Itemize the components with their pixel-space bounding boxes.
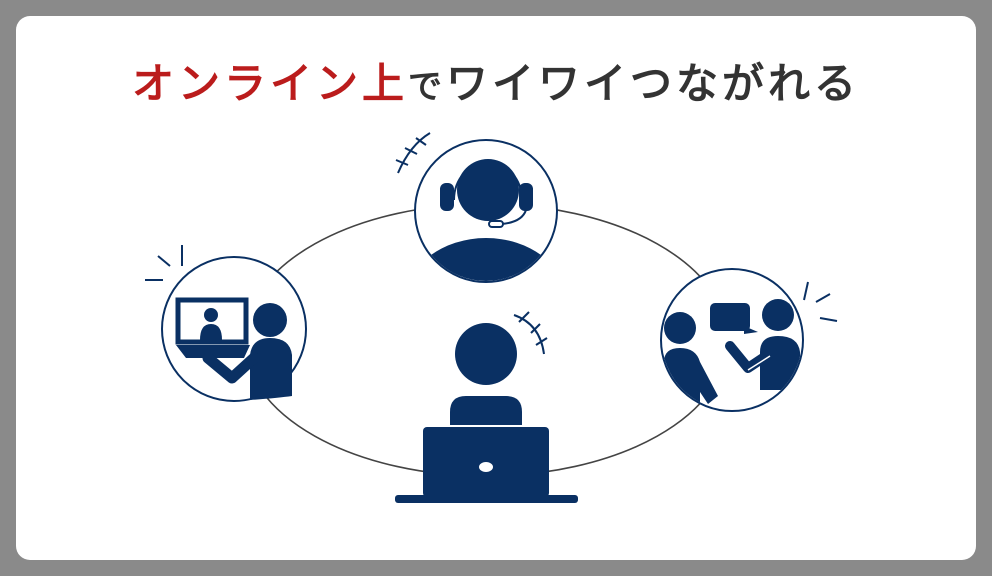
- page-title: オンライン上でワイワイつながれる: [0, 56, 992, 115]
- title-accent: オンライン上: [131, 59, 408, 108]
- sparkle-icon: [803, 281, 838, 322]
- title-connector: で: [408, 67, 446, 107]
- video-call-icon: [161, 256, 307, 402]
- title-rest: ワイワイつながれる: [446, 59, 861, 108]
- headset-operator-icon: [414, 139, 558, 283]
- laptop-user-icon: [395, 323, 578, 503]
- sparkle-icon: [513, 311, 548, 355]
- conversation-icon: [660, 268, 804, 412]
- sparkle-icon: [395, 132, 431, 174]
- sparkle-icon: [145, 245, 183, 281]
